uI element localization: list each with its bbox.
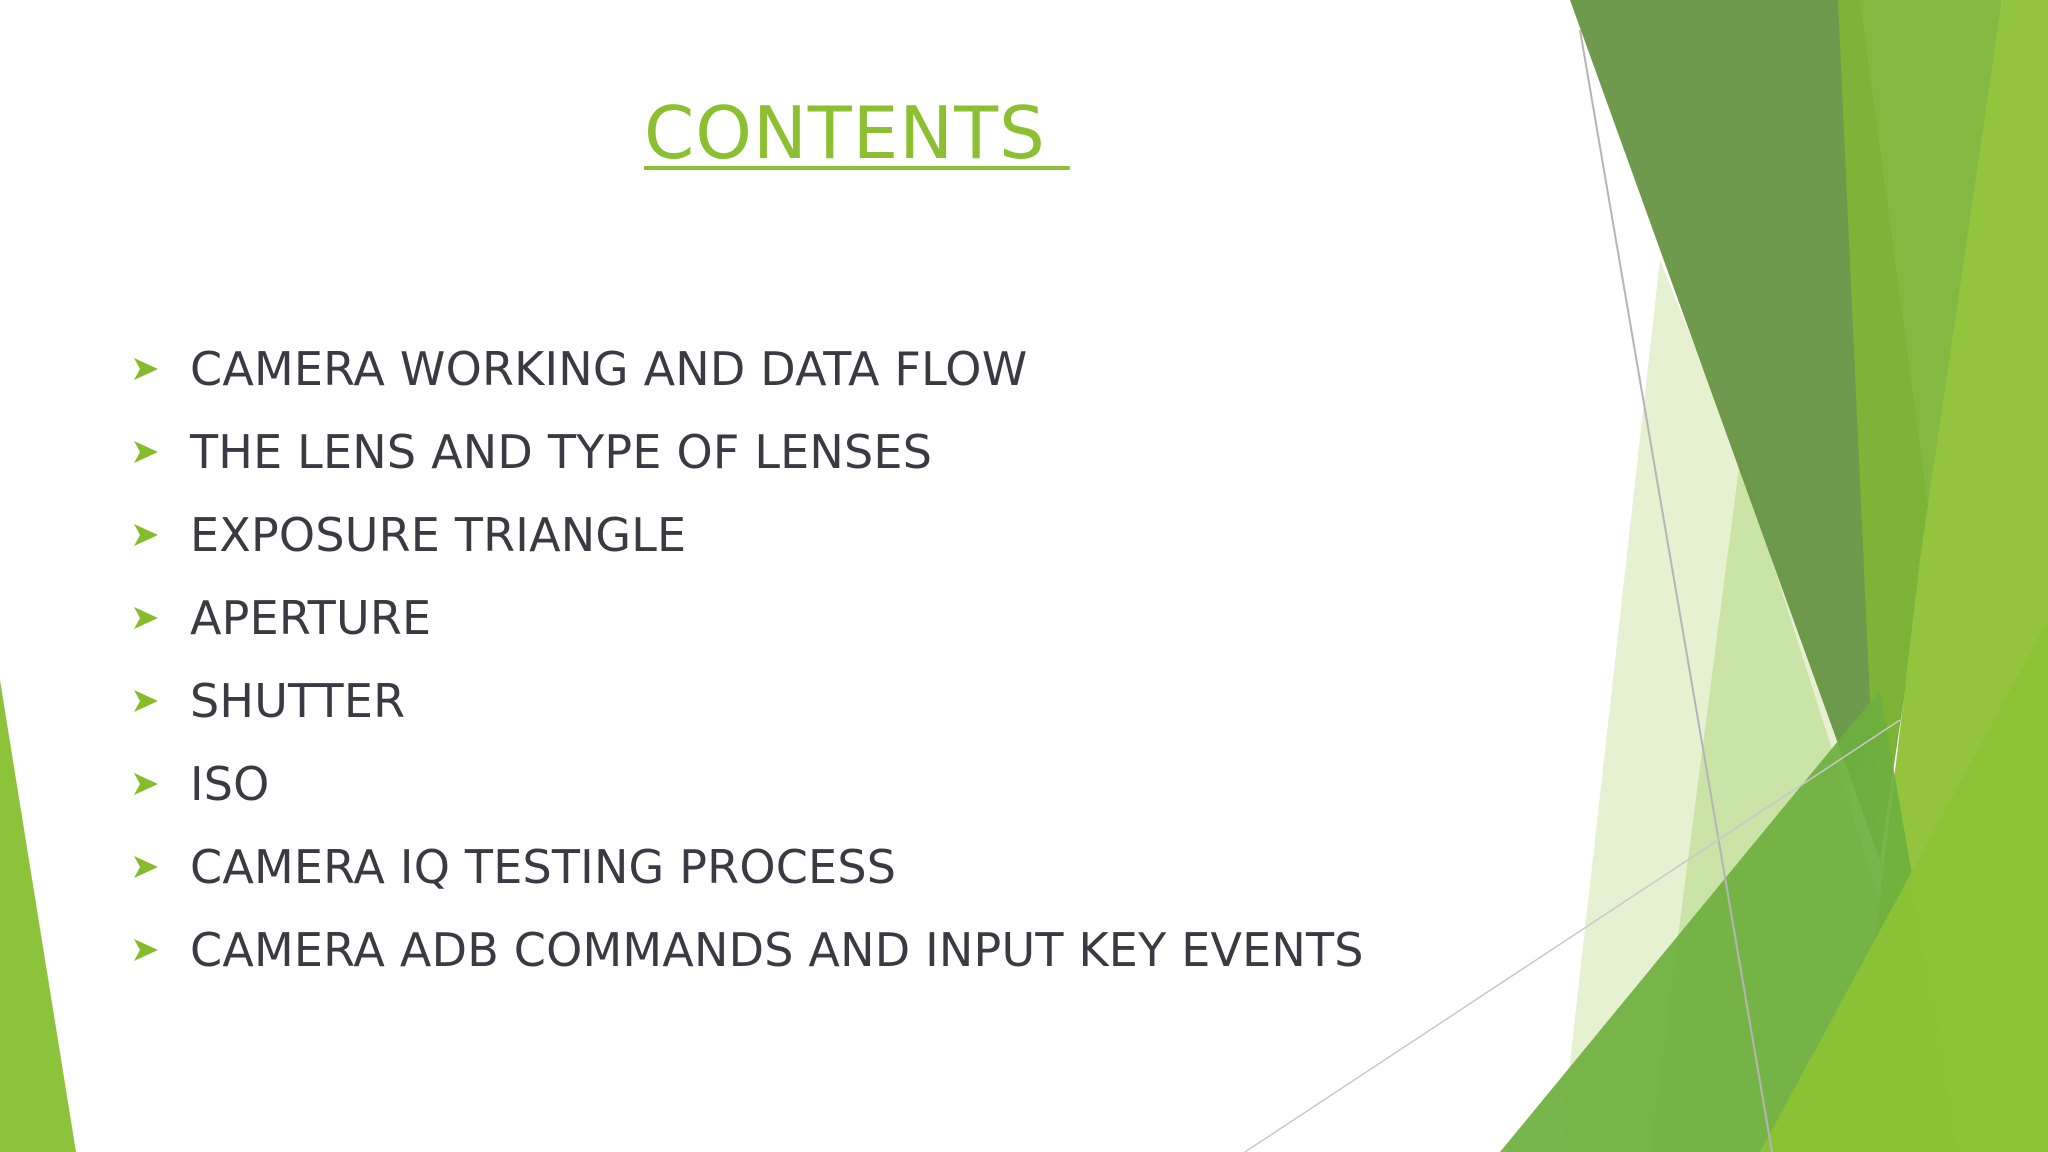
mid-green-band	[1838, 0, 2002, 860]
list-item-label: CAMERA ADB COMMANDS AND INPUT KEY EVENTS	[190, 922, 1364, 977]
list-item-label: ISO	[190, 756, 270, 811]
list-item: ISO	[132, 742, 1364, 825]
arrow-bullet-icon	[132, 349, 190, 389]
list-item: CAMERA IQ TESTING PROCESS	[132, 825, 1364, 908]
list-item: APERTURE	[132, 576, 1364, 659]
arrow-bullet-icon	[132, 598, 190, 638]
arrow-bullet-icon	[132, 930, 190, 970]
list-item: THE LENS AND TYPE OF LENSES	[132, 410, 1364, 493]
contents-list: CAMERA WORKING AND DATA FLOW THE LENS AN…	[132, 327, 1364, 991]
list-item-label: THE LENS AND TYPE OF LENSES	[190, 424, 933, 479]
thin-line-1	[1579, 29, 1773, 1152]
arrow-bullet-icon	[132, 847, 190, 887]
dark-green-wedge	[1570, 0, 1930, 860]
arrow-bullet-icon	[132, 432, 190, 472]
list-item: EXPOSURE TRIANGLE	[132, 493, 1364, 576]
slide-title: CONTENTS	[644, 91, 1070, 175]
list-item-label: CAMERA WORKING AND DATA FLOW	[190, 341, 1028, 396]
arrow-bullet-icon	[132, 681, 190, 721]
list-item-label: SHUTTER	[190, 673, 406, 728]
list-item: SHUTTER	[132, 659, 1364, 742]
list-item-label: EXPOSURE TRIANGLE	[190, 507, 687, 562]
list-item-label: CAMERA IQ TESTING PROCESS	[190, 839, 897, 894]
arrow-bullet-icon	[132, 764, 190, 804]
bottom-right-overlay	[1760, 620, 2048, 1152]
thin-line-2	[1244, 719, 1901, 1152]
list-item-label: APERTURE	[190, 590, 432, 645]
arrow-bullet-icon	[132, 515, 190, 555]
list-item: CAMERA WORKING AND DATA FLOW	[132, 327, 1364, 410]
left-green-sliver	[0, 680, 76, 1152]
list-item: CAMERA ADB COMMANDS AND INPUT KEY EVENTS	[132, 908, 1364, 991]
